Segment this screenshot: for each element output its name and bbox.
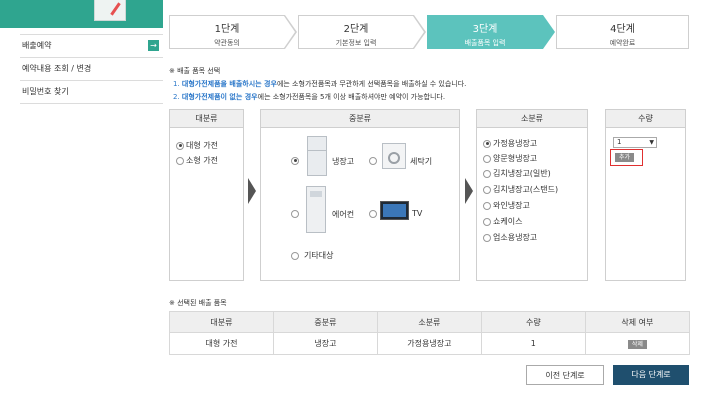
- cell-mid: 냉장고: [272, 332, 378, 355]
- arrow-right-icon: [248, 178, 256, 204]
- notice-heading: ※ 배출 품목 선택: [169, 67, 221, 75]
- step-number: 1단계: [214, 24, 240, 35]
- midcategory-option-tv[interactable]: [369, 209, 379, 218]
- radio-icon[interactable]: [483, 169, 491, 178]
- cell-category: 대형 가전: [169, 332, 274, 355]
- step-name: 기본정보 입력: [335, 39, 377, 47]
- radio-icon[interactable]: [483, 139, 491, 148]
- selection-notice: ※ 배출 품목 선택 1. 대형가전제품을 배출하시는 경우에는 소형가전품목과…: [169, 67, 467, 101]
- selected-items-title: ※ 선택된 배출 품목: [169, 299, 227, 307]
- prev-step-button[interactable]: 이전 단계로: [526, 365, 604, 385]
- add-highlight: 추가: [610, 149, 643, 166]
- subcategory-header: 소분류: [477, 110, 587, 128]
- column-header: 수량: [480, 311, 586, 333]
- quantity-header: 수량: [606, 110, 685, 128]
- aircon-icon: [306, 186, 326, 233]
- tv-icon: [380, 201, 409, 220]
- midcategory-label: 냉장고: [332, 157, 355, 166]
- step-name: 예약완료: [609, 39, 636, 47]
- subcategory-option[interactable]: 양문형냉장고: [483, 153, 537, 164]
- category-panel: 대분류 대형 가전 소형 가전: [169, 109, 244, 281]
- next-step-button[interactable]: 다음 단계로: [613, 365, 689, 385]
- sidebar-item-disposal-booking[interactable]: 배출예약 →: [20, 34, 163, 58]
- radio-icon[interactable]: [369, 209, 377, 218]
- step-3: 3단계 배출품목 입력: [427, 15, 555, 49]
- category-header: 대분류: [170, 110, 243, 128]
- step-number: 4단계: [610, 24, 635, 35]
- quantity-panel: 수량: [605, 109, 686, 281]
- subcategory-option[interactable]: 쇼케이스: [483, 216, 522, 227]
- midcategory-label: 에어컨: [332, 210, 355, 219]
- subcategory-panel: 소분류 가정용냉장고 양문형냉장고 김치냉장고(일반) 김치냉장고(스탠드) 와…: [476, 109, 588, 281]
- step-4: 4단계 예약완료: [556, 15, 689, 49]
- midcategory-option-washer[interactable]: [369, 156, 379, 165]
- category-option[interactable]: 대형 가전: [176, 140, 218, 151]
- radio-icon[interactable]: [483, 233, 491, 242]
- sidebar-nav: 배출예약 → 예약내용 조회 / 변경 비밀번호 찾기: [20, 34, 163, 104]
- selected-items-table: 대분류 중분류 소분류 수량 삭제 여부 대형 가전 냉장고 가정용냉장고 1 …: [169, 311, 691, 355]
- sidebar-item-label: 배출예약: [22, 41, 52, 50]
- sidebar-item-label: 예약내용 조회 / 변경: [22, 64, 92, 73]
- radio-icon[interactable]: [483, 154, 491, 163]
- radio-icon[interactable]: [176, 156, 184, 165]
- arrow-right-icon: [465, 178, 473, 204]
- step-2: 2단계 기본정보 입력: [298, 15, 426, 49]
- radio-icon[interactable]: [483, 217, 491, 226]
- midcategory-option-fridge[interactable]: [291, 156, 301, 165]
- column-header: 중분류: [272, 311, 378, 333]
- cell-sub: 가정용냉장고: [376, 332, 482, 355]
- midcategory-header: 중분류: [261, 110, 459, 128]
- radio-icon[interactable]: [369, 156, 377, 165]
- sidebar-item-booking-lookup[interactable]: 예약내용 조회 / 변경: [20, 58, 163, 81]
- monitor-icon: [94, 0, 126, 21]
- subcategory-option[interactable]: 업소용냉장고: [483, 232, 537, 243]
- step-name: 배출품목 입력: [464, 39, 506, 47]
- radio-icon[interactable]: [291, 156, 299, 165]
- notice-bold: 대형가전제품이 없는 경우: [181, 93, 258, 101]
- notice-bold: 대형가전제품을 배출하시는 경우: [181, 80, 277, 88]
- radio-icon[interactable]: [291, 209, 299, 218]
- radio-icon[interactable]: [483, 201, 491, 210]
- midcategory-panel: 중분류 냉장고 세탁기 에어컨 TV 기타대상: [260, 109, 460, 281]
- step-progress: 1단계 약관동의 2단계 기본정보 입력 3단계 배출품목 입력 4단계 예약완…: [169, 15, 689, 49]
- delete-button[interactable]: 삭제: [627, 339, 647, 349]
- subcategory-option[interactable]: 김치냉장고(일반): [483, 168, 551, 179]
- column-header: 삭제 여부: [584, 311, 691, 333]
- table-row: 대형 가전 냉장고 가정용냉장고 1 삭제: [169, 332, 691, 355]
- radio-icon[interactable]: [176, 141, 184, 150]
- subcategory-option[interactable]: 와인냉장고: [483, 200, 530, 211]
- midcategory-option-aircon[interactable]: [291, 209, 301, 218]
- radio-icon[interactable]: [483, 185, 491, 194]
- radio-icon[interactable]: [291, 251, 299, 260]
- subcategory-option[interactable]: 김치냉장고(스탠드): [483, 184, 558, 195]
- cell-qty: 1: [480, 332, 586, 355]
- category-option[interactable]: 소형 가전: [176, 155, 218, 166]
- quantity-select[interactable]: 1 ▼: [613, 137, 657, 148]
- step-number: 3단계: [472, 24, 498, 35]
- step-1: 1단계 약관동의: [169, 15, 297, 49]
- fridge-icon: [307, 136, 327, 176]
- arrow-right-icon: →: [148, 40, 159, 51]
- add-button[interactable]: 추가: [615, 153, 635, 162]
- sidebar-item-find-password[interactable]: 비밀번호 찾기: [20, 81, 163, 104]
- column-header: 소분류: [376, 311, 482, 333]
- cell-delete: 삭제: [584, 332, 691, 355]
- chevron-down-icon: ▼: [649, 139, 654, 146]
- subcategory-option[interactable]: 가정용냉장고: [483, 138, 537, 149]
- step-number: 2단계: [343, 24, 369, 35]
- washer-icon: [382, 143, 406, 169]
- sidebar-item-label: 비밀번호 찾기: [22, 87, 69, 96]
- step-name: 약관동의: [214, 39, 240, 47]
- midcategory-option-etc[interactable]: 기타대상: [291, 250, 333, 261]
- midcategory-label: TV: [412, 209, 423, 218]
- sidebar-banner: [0, 0, 163, 28]
- midcategory-label: 세탁기: [410, 157, 433, 166]
- column-header: 대분류: [169, 311, 274, 333]
